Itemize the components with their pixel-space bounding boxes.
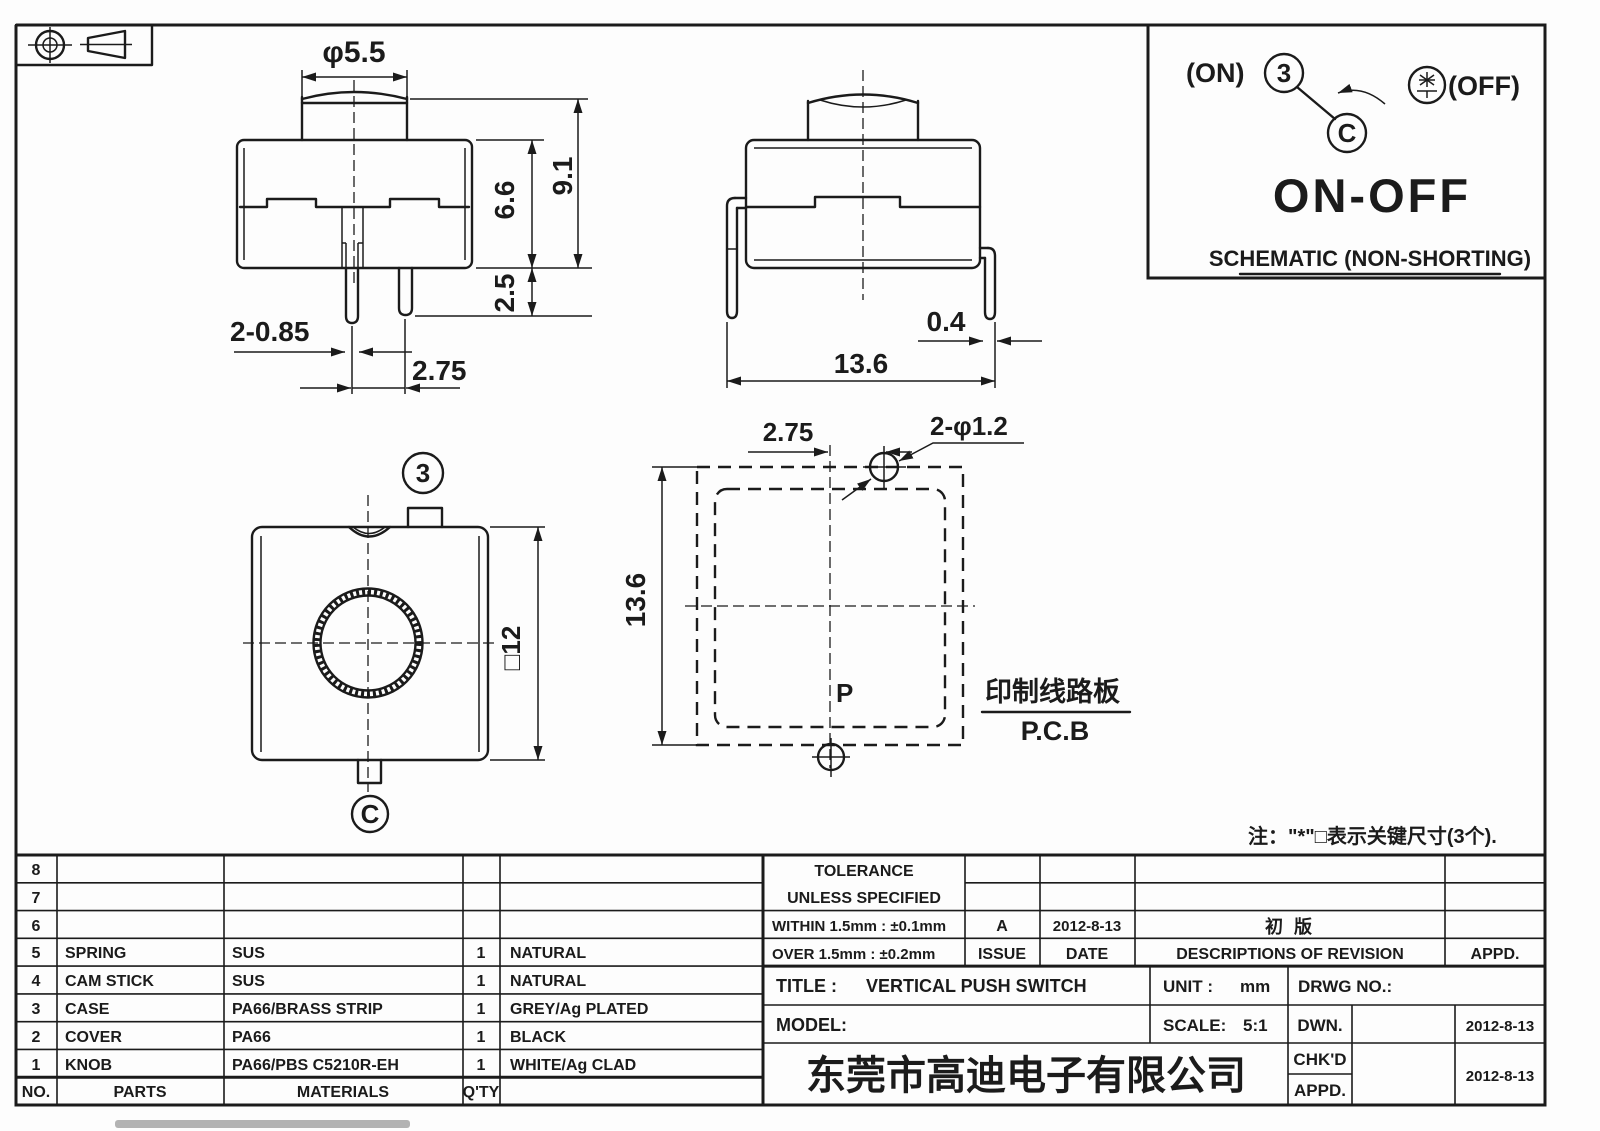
schematic-off-label: (OFF) xyxy=(1448,71,1520,101)
header-materials: MATERIALS xyxy=(297,1084,389,1101)
dim-pin-span: 13.6 xyxy=(834,348,889,379)
top-view: 3 C □12 xyxy=(243,451,545,834)
pcb-view: P 2.75 2-φ1.2 13.6 印制线路板 P.C.B xyxy=(620,411,1132,777)
terminal-3-label: 3 xyxy=(416,458,430,488)
dim-pin-protrusion: 2.5 xyxy=(489,274,520,313)
pcb-dim-hole-offset: 2.75 xyxy=(763,417,814,447)
tolerance-over: OVER 1.5mm : ±0.2mm xyxy=(772,946,935,963)
row-no: 3 xyxy=(32,1001,41,1018)
dim-body-square: □12 xyxy=(496,626,526,671)
terminal-c-label: C xyxy=(361,799,380,829)
issue-header: ISSUE xyxy=(978,946,1026,963)
row-finish: WHITE/Ag CLAD xyxy=(510,1057,636,1074)
date-header: DATE xyxy=(1066,946,1109,963)
schematic-function-label: ON-OFF xyxy=(1273,169,1471,222)
row-qty: 1 xyxy=(477,1029,486,1046)
schematic-on-label: (ON) xyxy=(1186,58,1244,88)
tolerance-within: WITHIN 1.5mm : ±0.1mm xyxy=(772,918,946,935)
row-no: 2 xyxy=(32,1029,41,1046)
row-no: 6 xyxy=(32,918,41,935)
header-qty: Q'TY xyxy=(463,1084,500,1101)
row-part: COVER xyxy=(65,1029,122,1046)
title-value: VERTICAL PUSH SWITCH xyxy=(866,976,1087,996)
schematic-panel: (ON) 3 C (OFF) ON-OFF SCHEMATIC (NON-SHO… xyxy=(1146,23,1547,280)
row-part: CAM STICK xyxy=(65,973,154,990)
front-view: φ5.5 9.1 6.6 2.5 2-0.85 2.75 xyxy=(230,36,592,394)
row-part: CASE xyxy=(65,1001,110,1018)
tolerance-title: TOLERANCE xyxy=(814,863,914,880)
row-material: PA66/BRASS STRIP xyxy=(232,1001,383,1018)
row-no: 8 xyxy=(32,862,41,879)
row-qty: 1 xyxy=(477,973,486,990)
table-grid xyxy=(14,853,1547,1107)
title-block: TOLERANCE UNLESS SPECIFIED WITHIN 1.5mm … xyxy=(772,863,1534,1100)
row-part: KNOB xyxy=(65,1057,112,1074)
scale-value: 5:1 xyxy=(1243,1016,1268,1035)
pcb-board-label-en: P.C.B xyxy=(1021,716,1090,746)
dwn-label: DWN. xyxy=(1297,1016,1342,1035)
unit-label: UNIT : xyxy=(1163,977,1213,996)
row-material: PA66/PBS C5210R-EH xyxy=(232,1057,399,1074)
chkd-appd-date: 2012-8-13 xyxy=(1466,1068,1534,1085)
schematic-caption: SCHEMATIC (NON-SHORTING) xyxy=(1209,246,1531,271)
side-view: 0.4 13.6 xyxy=(725,70,1042,388)
row-no: 7 xyxy=(32,890,41,907)
rotate-arrow-icon xyxy=(1337,83,1386,105)
row-finish: BLACK xyxy=(510,1029,566,1046)
title-label: TITLE : xyxy=(776,976,837,996)
model-label: MODEL: xyxy=(776,1015,847,1035)
revision-description: 初 版 xyxy=(1265,916,1315,937)
dwn-date: 2012-8-13 xyxy=(1466,1018,1534,1035)
row-qty: 1 xyxy=(477,1057,486,1074)
datum-target-icon xyxy=(28,27,72,63)
pcb-dim-hole-spec: 2-φ1.2 xyxy=(930,411,1008,441)
schematic-terminal-c: C xyxy=(1338,118,1357,148)
row-material: PA66 xyxy=(232,1029,271,1046)
row-qty: 1 xyxy=(477,945,486,962)
scale-label: SCALE: xyxy=(1163,1016,1226,1035)
header-parts: PARTS xyxy=(113,1084,166,1101)
appd-column-header: APPD. xyxy=(1471,946,1520,963)
row-material: SUS xyxy=(232,973,265,990)
header-no: NO. xyxy=(22,1084,50,1101)
projection-symbol-box xyxy=(14,23,154,67)
issue-date: 2012-8-13 xyxy=(1053,918,1121,935)
drwg-no-label: DRWG NO.: xyxy=(1298,977,1392,996)
dim-button-dia: φ5.5 xyxy=(322,36,385,69)
row-no: 5 xyxy=(32,945,41,962)
dim-pin-pitch: 2.75 xyxy=(412,355,467,386)
row-no: 1 xyxy=(32,1057,41,1074)
row-qty: 1 xyxy=(477,1001,486,1018)
row-finish: NATURAL xyxy=(510,973,586,990)
appd-label: APPD. xyxy=(1294,1081,1346,1100)
key-dimension-note: 注："*"□表示关键尺寸(3个). xyxy=(1248,824,1497,848)
issue-value: A xyxy=(996,918,1008,935)
off-position-icon xyxy=(1407,65,1447,105)
dim-pin-thickness: 0.4 xyxy=(927,306,966,337)
row-finish: GREY/Ag PLATED xyxy=(510,1001,648,1018)
unit-value: mm xyxy=(1240,977,1270,996)
pcb-board-label-cn: 印制线路板 xyxy=(985,676,1120,707)
row-part: SPRING xyxy=(65,945,126,962)
schematic-terminal-3: 3 xyxy=(1277,58,1291,88)
row-material: SUS xyxy=(232,945,265,962)
pcb-dim-pad-span: 13.6 xyxy=(620,573,651,628)
dim-total-height: 9.1 xyxy=(547,157,578,196)
row-no: 4 xyxy=(32,973,41,990)
dim-pin-width: 2-0.85 xyxy=(230,316,309,347)
first-angle-cone-icon xyxy=(80,29,132,60)
company-name: 东莞市高迪电子有限公司 xyxy=(806,1054,1246,1098)
chkd-label: CHK'D xyxy=(1293,1050,1346,1069)
tolerance-subtitle: UNLESS SPECIFIED xyxy=(787,890,941,907)
revision-header: DESCRIPTIONS OF REVISION xyxy=(1176,946,1404,963)
dim-body-height: 6.6 xyxy=(489,181,520,220)
row-finish: NATURAL xyxy=(510,945,586,962)
parts-table: 8 7 6 5 SPRING SUS 1 NATURAL 4 CAM STICK… xyxy=(22,862,649,1101)
pcb-pin-p-label: P xyxy=(836,678,853,708)
scan-artifact-bar xyxy=(115,1120,410,1128)
